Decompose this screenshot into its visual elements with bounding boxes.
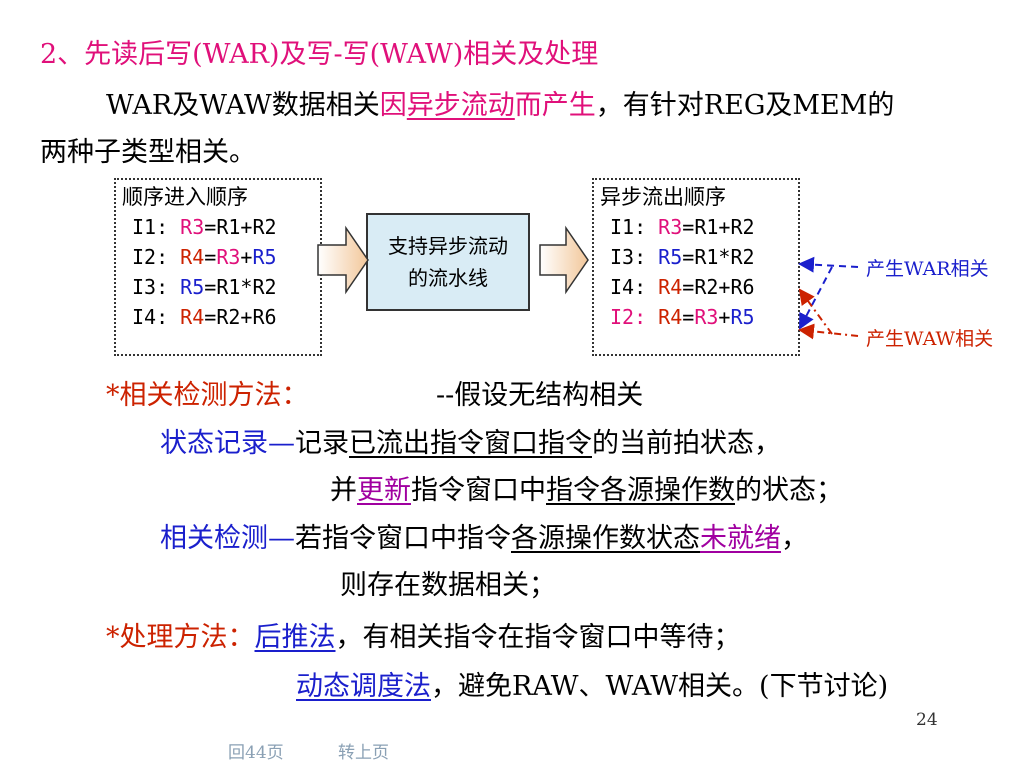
intro-produce: 而产生 [514, 90, 596, 121]
detection-assumption: --假设无结构相关 [436, 380, 644, 411]
out-of-order-header: 异步流出顺序 [600, 185, 726, 209]
page-number: 24 [916, 710, 938, 730]
async-pipeline-box: 支持异步流动 的流水线 [366, 213, 530, 311]
handling-heading: *处理方法： [106, 622, 255, 653]
in-order-header: 顺序进入顺序 [122, 185, 248, 209]
dependency-result-line: 则存在数据相关； [340, 570, 556, 601]
intro-line-1: WAR及WAW数据相关因异步流动而产生，有针对REG及MEM的 [106, 83, 894, 122]
state-record-line: 状态记录—记录已流出指令窗口指令的当前拍状态， [160, 428, 781, 459]
intro-line-2: 两种子类型相关。 [40, 137, 256, 168]
instruction-row: I3: R5=R1*R2 [132, 275, 277, 299]
intro-text: WAR及WAW数据相关 [106, 90, 380, 121]
handling-line-1: *处理方法：后推法，有相关指令在指令窗口中等待； [106, 622, 741, 653]
intro-async-flow: 异步流动 [406, 90, 515, 121]
instruction-row: I2: R4=R3+R5 [610, 305, 755, 329]
instruction-row: I1: R3=R1+R2 [610, 215, 755, 239]
out-of-order-box: 异步流出顺序 I1: R3=R1+R2 I3: R5=R1*R2 I4: R4=… [592, 178, 800, 356]
detection-heading: *相关检测方法： [106, 380, 309, 411]
back-to-page-link[interactable]: 回44页 [228, 743, 284, 763]
right-arrow-icon [317, 225, 369, 295]
intro-cause: 因 [379, 90, 407, 121]
waw-annotation: 产生WAW相关 [866, 328, 994, 350]
instruction-row: I1: R3=R1+R2 [132, 215, 277, 239]
intro-tail: ，有针对REG及MEM的 [595, 90, 895, 121]
instruction-row: I4: R4=R2+R6 [610, 275, 755, 299]
pipeline-label-2: 的流水线 [408, 266, 488, 290]
instruction-row: I4: R4=R2+R6 [132, 305, 277, 329]
instruction-row: I3: R5=R1*R2 [610, 245, 755, 269]
instruction-row: I2: R4=R3+R5 [132, 245, 277, 269]
state-update-line: 并更新指令窗口中指令各源操作数的状态； [330, 475, 843, 506]
prev-page-link[interactable]: 转上页 [338, 743, 389, 763]
dependency-detect-line: 相关检测—若指令窗口中指令各源操作数状态未就绪， [160, 523, 808, 554]
handling-line-2: 动态调度法，避免RAW、WAW相关。(下节讨论) [296, 671, 889, 702]
state-record-label: 状态记录— [160, 428, 295, 459]
method-delay-link[interactable]: 后推法 [254, 622, 336, 653]
right-arrow-icon [539, 225, 589, 295]
war-annotation: 产生WAR相关 [866, 258, 989, 280]
dependency-detect-label: 相关检测— [160, 523, 295, 554]
slide-title: 2、先读后写(WAR)及写-写(WAW)相关及处理 [40, 39, 599, 70]
method-dynamic-link[interactable]: 动态调度法 [296, 671, 431, 702]
pipeline-label-1: 支持异步流动 [388, 234, 508, 258]
